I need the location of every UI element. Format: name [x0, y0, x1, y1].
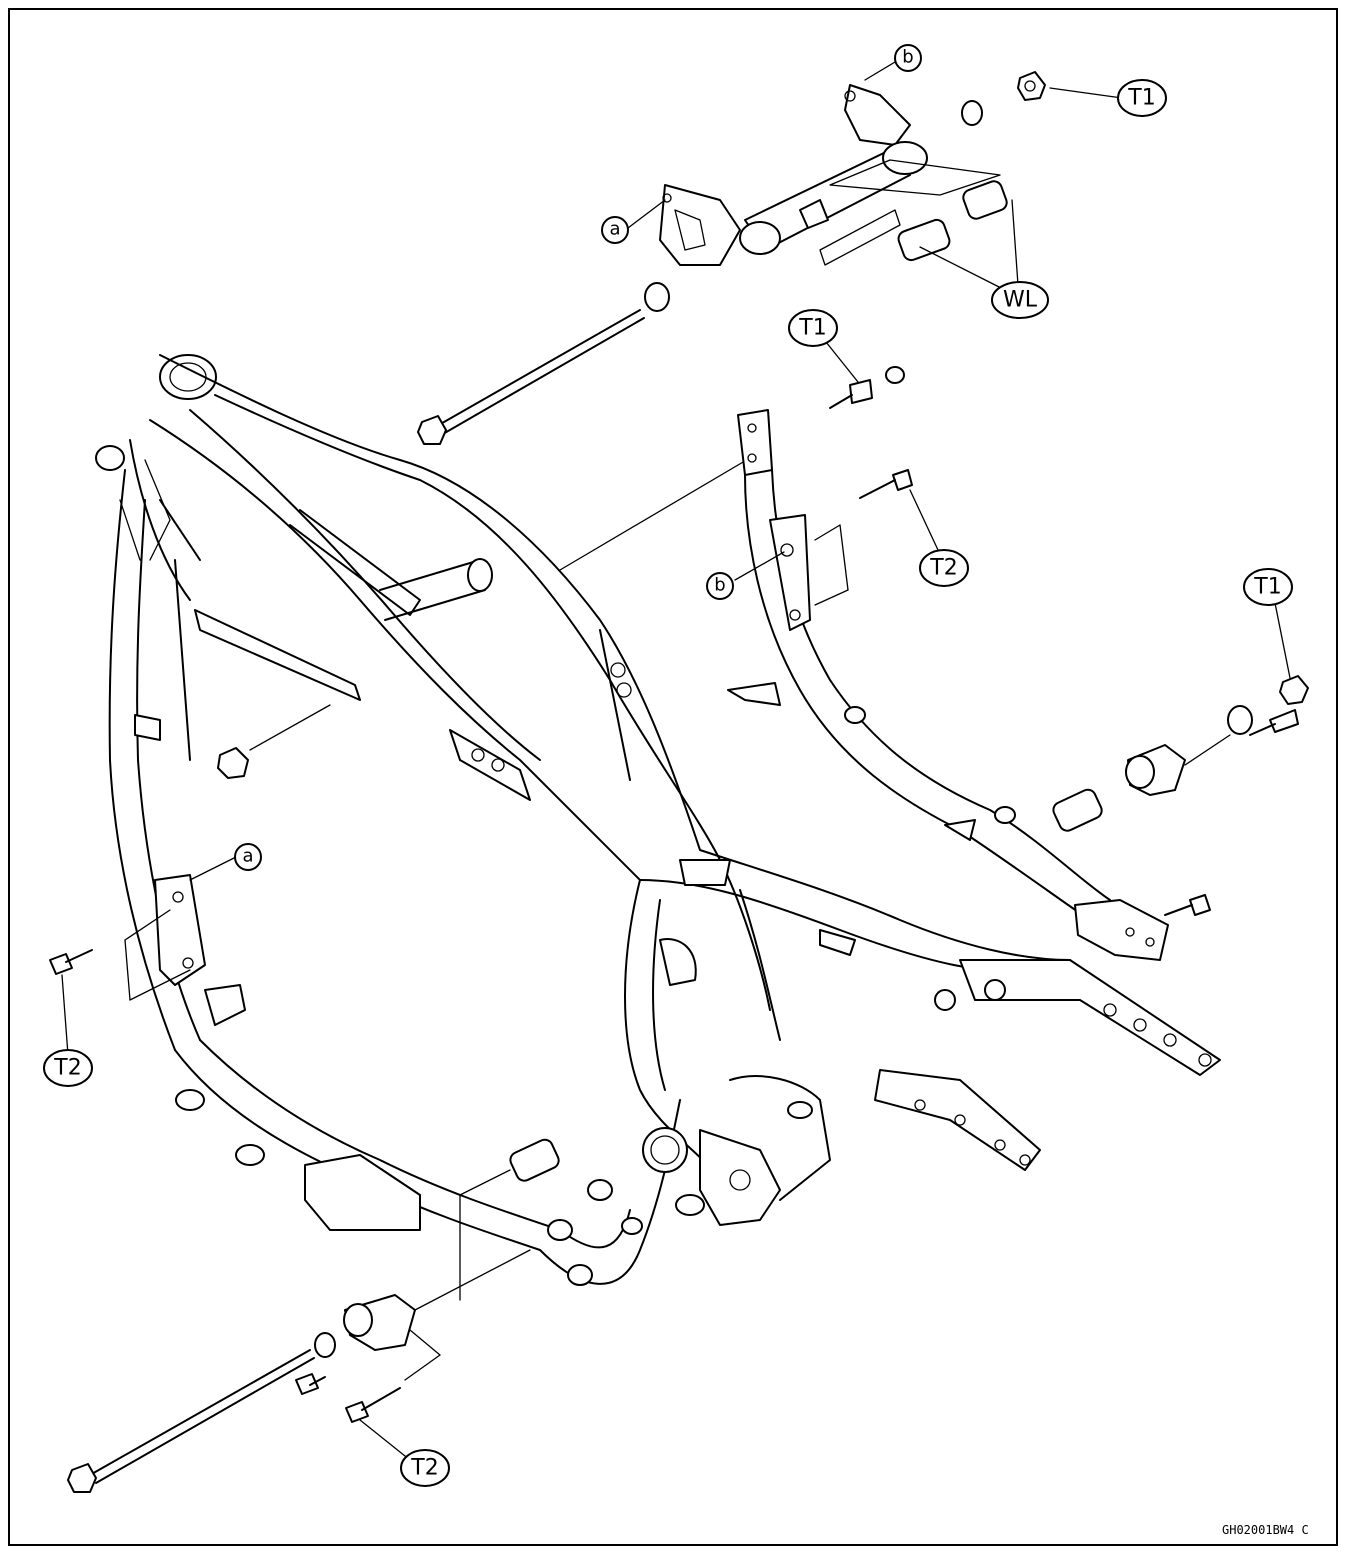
svg-text:T1: T1: [1253, 575, 1281, 600]
callout-b-mid: b: [706, 572, 734, 600]
svg-text:T2: T2: [929, 556, 957, 581]
diagram-border: [8, 8, 1338, 1546]
mount-nut: [217, 747, 249, 779]
mount-plate-a: [659, 184, 741, 266]
callout-t2-bottom: T2: [400, 1449, 450, 1487]
svg-text:b: b: [902, 47, 913, 68]
upper-engine-mount: [417, 71, 1046, 571]
svg-text:T2: T2: [53, 1056, 81, 1081]
callout-b-top: b: [894, 44, 922, 72]
svg-text:T1: T1: [798, 316, 826, 341]
svg-text:T1: T1: [1127, 86, 1155, 111]
svg-text:WL: WL: [1003, 288, 1038, 313]
callout-t1-mid: T1: [788, 309, 838, 347]
main-frame: [95, 354, 1221, 1286]
lower-engine-mount: [67, 1138, 560, 1493]
svg-text:b: b: [714, 575, 725, 596]
svg-text:T2: T2: [410, 1456, 438, 1481]
svg-text:a: a: [242, 846, 253, 867]
callout-t1-top: T1: [1117, 79, 1167, 117]
callout-t2-left: T2: [43, 1049, 93, 1087]
callout-a-left: a: [234, 843, 262, 871]
right-engine-mount: [1052, 675, 1309, 916]
svg-text:a: a: [609, 219, 620, 240]
bolt-left: [49, 953, 73, 975]
figure-code: GH02001BW4 C: [1222, 1523, 1309, 1537]
callout-wl: WL: [991, 281, 1049, 319]
callout-t1-right: T1: [1243, 568, 1293, 606]
callout-leaders: [61, 61, 1291, 1461]
callout-t2-mid: T2: [919, 549, 969, 587]
callout-a-top: a: [601, 216, 629, 244]
right-down-tube: [727, 366, 1169, 961]
steering-head: [159, 354, 217, 400]
